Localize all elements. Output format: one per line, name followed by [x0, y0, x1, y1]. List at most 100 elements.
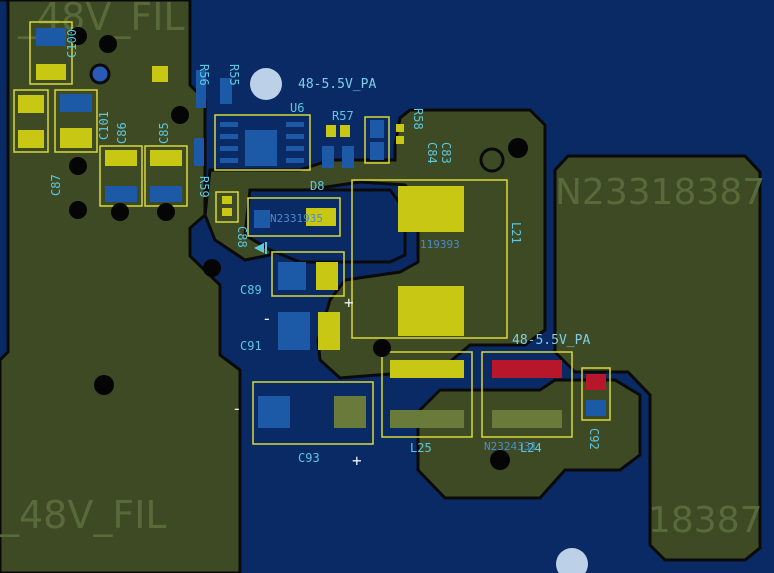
outline-c101: [54, 89, 98, 153]
mount-hole: [250, 68, 282, 100]
pad: [254, 210, 270, 228]
pad: [492, 410, 562, 428]
pad: [220, 78, 232, 104]
pad: [258, 396, 290, 428]
outline-c92: [581, 367, 611, 421]
refdes-c100: C100: [65, 29, 79, 58]
refdes-c88: C88: [235, 226, 249, 248]
refdes-c91: C91: [240, 339, 262, 353]
pad: [322, 146, 334, 168]
refdes-r57: R57: [332, 109, 354, 123]
pad: [390, 360, 464, 378]
via: [69, 201, 87, 219]
refdes-r56: R56: [197, 64, 211, 86]
pad: [18, 95, 44, 113]
via: [373, 339, 391, 357]
pad: [306, 208, 336, 226]
refdes-c93: C93: [298, 451, 320, 465]
via: [69, 27, 87, 45]
via: [171, 106, 189, 124]
net-label-right-top: N23318387: [555, 172, 765, 213]
pads: [18, 28, 606, 428]
pour-output: [416, 378, 642, 500]
refdes-c85: C85: [157, 122, 171, 144]
mount-holes: [89, 63, 588, 573]
pad-u6-thermal: [245, 130, 277, 166]
pad: [326, 125, 336, 137]
pad: [36, 28, 66, 46]
pad: [316, 262, 338, 290]
pad: [286, 134, 304, 139]
net-label-pad-low: N2324331: [484, 440, 537, 453]
refdes-c89: C89: [240, 283, 262, 297]
via: [508, 138, 528, 158]
pad: [150, 150, 182, 166]
refdes-c101: C101: [97, 111, 111, 140]
pad: [105, 150, 137, 166]
outline-d8: [247, 197, 341, 237]
pad: [318, 312, 340, 350]
via-large: [479, 147, 505, 173]
refdes-u6: U6: [290, 101, 304, 115]
net-label-pad-mid: 119393: [420, 238, 460, 251]
pad: [194, 138, 204, 166]
refdes-l25: L25: [410, 441, 432, 455]
pad: [586, 374, 606, 390]
via: [157, 203, 175, 221]
via: [69, 157, 87, 175]
via: [111, 203, 129, 221]
pad: [370, 120, 384, 138]
diode-symbol: [254, 242, 267, 254]
outline-c93: [252, 381, 374, 445]
via: [94, 375, 114, 395]
outline-l24: [481, 351, 573, 438]
refdes-d8: D8: [310, 179, 324, 193]
pad: [492, 360, 562, 378]
net-label-rail-mid: 48-5.5V_PA: [512, 333, 590, 348]
pad: [152, 66, 168, 82]
polarity-minus-c91: -: [262, 309, 272, 328]
polarity-minus-c93: -: [232, 399, 242, 418]
outline-c87: [13, 89, 49, 153]
pad: [150, 186, 182, 202]
outline-u6: [214, 114, 311, 171]
pad: [286, 158, 304, 163]
pad: [278, 312, 310, 350]
outline-c88: [215, 191, 239, 223]
via: [490, 450, 510, 470]
refdes-r55: R55: [227, 64, 241, 86]
pad: [18, 130, 44, 148]
pad: [222, 196, 232, 204]
pad: [390, 410, 464, 428]
net-label-pad-small: N2331935: [270, 212, 323, 225]
refdes-c84: C84: [425, 142, 439, 164]
pad: [220, 134, 238, 139]
refdes-l21: L21: [509, 222, 523, 244]
pad: [278, 262, 306, 290]
refdes-c92: C92: [587, 428, 601, 450]
via: [203, 259, 221, 277]
pad: [220, 146, 238, 151]
pad: [370, 142, 384, 160]
outline-l25: [381, 351, 473, 438]
pad: [396, 124, 404, 132]
refdes-l24: L24: [520, 441, 542, 455]
pad: [60, 94, 92, 112]
pad: [60, 128, 92, 148]
outline-c89: [271, 251, 345, 297]
pad: [586, 400, 606, 416]
pad: [398, 186, 464, 232]
net-label-left-bottom: _48V_FIL: [0, 493, 167, 537]
via: [99, 35, 117, 53]
net-label-right-bottom: 18387: [648, 500, 763, 541]
pad: [398, 286, 464, 336]
pad: [334, 396, 366, 428]
refdes-r59: R59: [197, 176, 211, 198]
outline-l21: [351, 179, 508, 339]
net-label-rail-top: 48-5.5V_PA: [298, 77, 376, 92]
pad: [105, 186, 137, 202]
pad: [286, 146, 304, 151]
